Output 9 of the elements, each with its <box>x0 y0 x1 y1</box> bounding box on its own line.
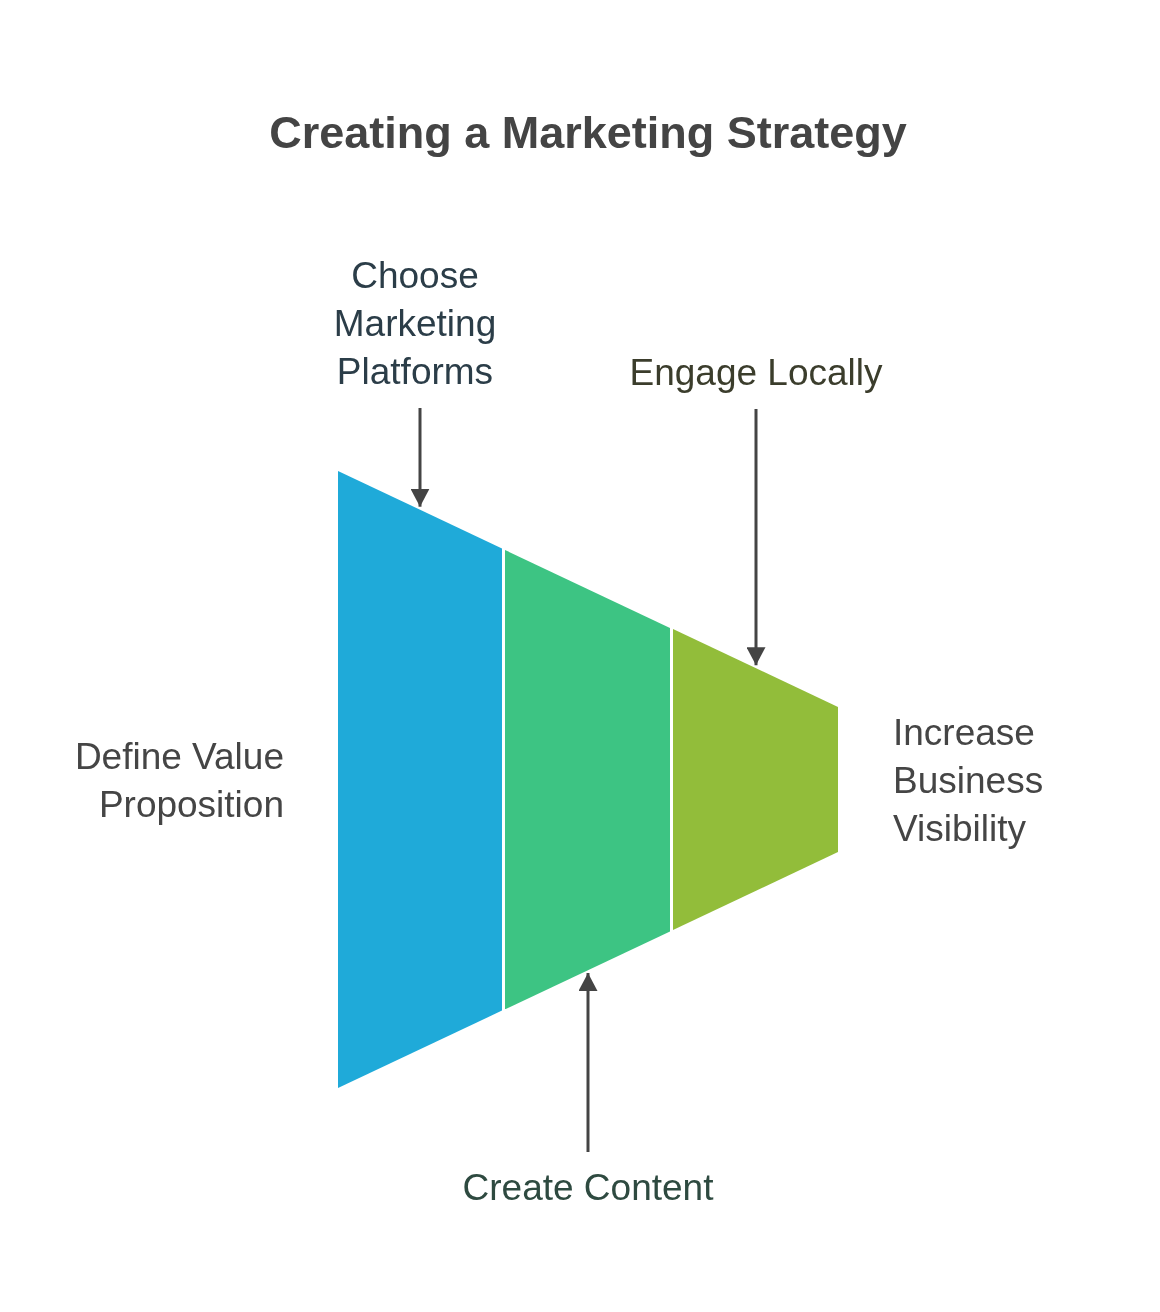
step-label: Choose Marketing Platforms <box>315 252 515 396</box>
arrow <box>747 409 765 666</box>
title: Creating a Marketing Strategy <box>268 106 908 160</box>
step-label: Engage Locally <box>606 349 906 397</box>
funnel-label: Increase Business Visibility <box>893 711 1045 851</box>
arrow <box>411 408 429 507</box>
arrow <box>579 973 597 1152</box>
step-label: Create Content <box>428 1164 748 1212</box>
funnel-label: Define Value Proposition <box>73 735 284 827</box>
